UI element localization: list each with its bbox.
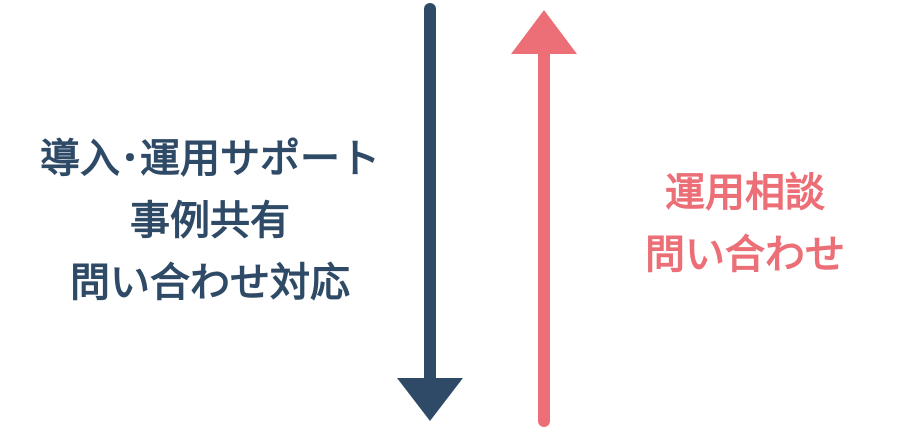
- down-arrow: [397, 3, 463, 421]
- right-label: 運用相談 問い合わせ: [610, 162, 880, 286]
- left-label-line-1: 導入･運用サポート: [40, 136, 380, 182]
- up-arrow-head: [511, 10, 577, 54]
- right-label-line-2: 問い合わせ: [645, 232, 845, 278]
- left-label-line-2: 事例共有: [130, 198, 290, 244]
- down-arrow-head: [397, 378, 463, 421]
- up-arrow: [511, 10, 577, 427]
- left-label: 導入･運用サポート 事例共有 問い合わせ対応: [20, 128, 400, 314]
- right-label-line-1: 運用相談: [665, 170, 825, 216]
- left-label-line-3: 問い合わせ対応: [70, 260, 350, 306]
